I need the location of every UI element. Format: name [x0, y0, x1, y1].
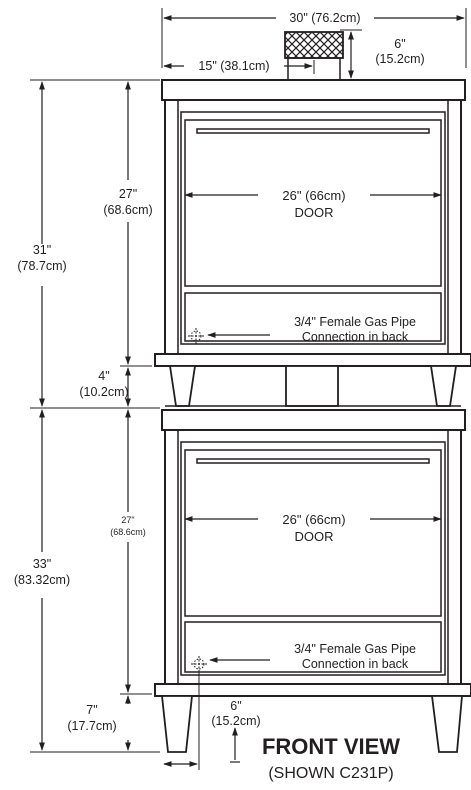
spacer-center-block	[285, 365, 339, 407]
upper-door	[184, 119, 442, 287]
extension-lines	[30, 8, 467, 770]
lower-door-width-label: 26" (66cm)	[282, 512, 345, 527]
flue-height-in-label: 6"	[394, 37, 405, 51]
view-subtitle: (SHOWN C231P)	[268, 765, 393, 782]
flue-offset-label: 15" (38.1cm)	[198, 59, 269, 73]
dimension-arrows	[39, 15, 465, 767]
flue-height-cm-label: (15.2cm)	[375, 52, 424, 66]
gas-offset-in-label: 6"	[230, 699, 241, 713]
spacer-height-in-label: 4"	[98, 369, 109, 383]
upper-gas-connection-icon	[188, 328, 204, 344]
view-title: FRONT VIEW	[262, 734, 400, 759]
spacer-left-leg	[168, 365, 197, 407]
lower-door-height-in-label: 27"	[121, 515, 134, 525]
leg-height-cm-label: (17.7cm)	[67, 719, 116, 733]
lower-door-caption: DOOR	[295, 529, 334, 544]
lower-section-height-in-label: 33"	[33, 557, 51, 571]
upper-oven	[154, 79, 471, 367]
flue	[284, 31, 344, 81]
upper-control-panel	[184, 292, 442, 342]
lower-door-handle	[196, 458, 430, 464]
upper-gas-callout-line1: 3/4" Female Gas Pipe	[294, 315, 416, 329]
upper-door-handle	[196, 128, 430, 134]
upper-base-trim	[154, 353, 471, 367]
lower-base-trim	[154, 683, 471, 697]
lower-door	[184, 449, 442, 617]
upper-door-frame	[180, 111, 446, 345]
lower-gas-callout-line2: Connection in back	[302, 657, 409, 671]
lower-door-height-cm-label: (68.6cm)	[110, 527, 146, 537]
lower-door-frame	[180, 441, 446, 676]
overall-width-label: 30" (76.2cm)	[289, 11, 360, 25]
lower-control-panel	[184, 621, 442, 673]
right-leg	[430, 695, 463, 753]
upper-section-height-cm-label: (78.7cm)	[17, 259, 66, 273]
upper-door-height-in-label: 27"	[119, 187, 137, 201]
upper-door-height-cm-label: (68.6cm)	[103, 203, 152, 217]
stacking-spacer	[165, 365, 461, 407]
upper-door-caption: DOOR	[295, 205, 334, 220]
upper-door-width-label: 26" (66cm)	[282, 188, 345, 203]
gas-offset-cm-label: (15.2cm)	[211, 714, 260, 728]
flue-grille	[284, 31, 344, 59]
lower-oven	[154, 409, 471, 753]
lower-section-height-cm-label: (83.32cm)	[14, 573, 70, 587]
lower-gas-connection-icon	[191, 656, 207, 672]
left-leg	[160, 695, 194, 753]
lower-gas-callout-line1: 3/4" Female Gas Pipe	[294, 642, 416, 656]
upper-top-trim	[161, 79, 466, 101]
spacer-right-leg	[429, 365, 458, 407]
upper-body	[164, 99, 462, 355]
upper-gas-callout-line2: Connection in back	[302, 330, 409, 344]
leg-height-in-label: 7"	[86, 703, 97, 717]
spacer-height-cm-label: (10.2cm)	[79, 385, 128, 399]
upper-section-height-in-label: 31"	[33, 243, 51, 257]
lower-top-trim	[161, 409, 466, 431]
